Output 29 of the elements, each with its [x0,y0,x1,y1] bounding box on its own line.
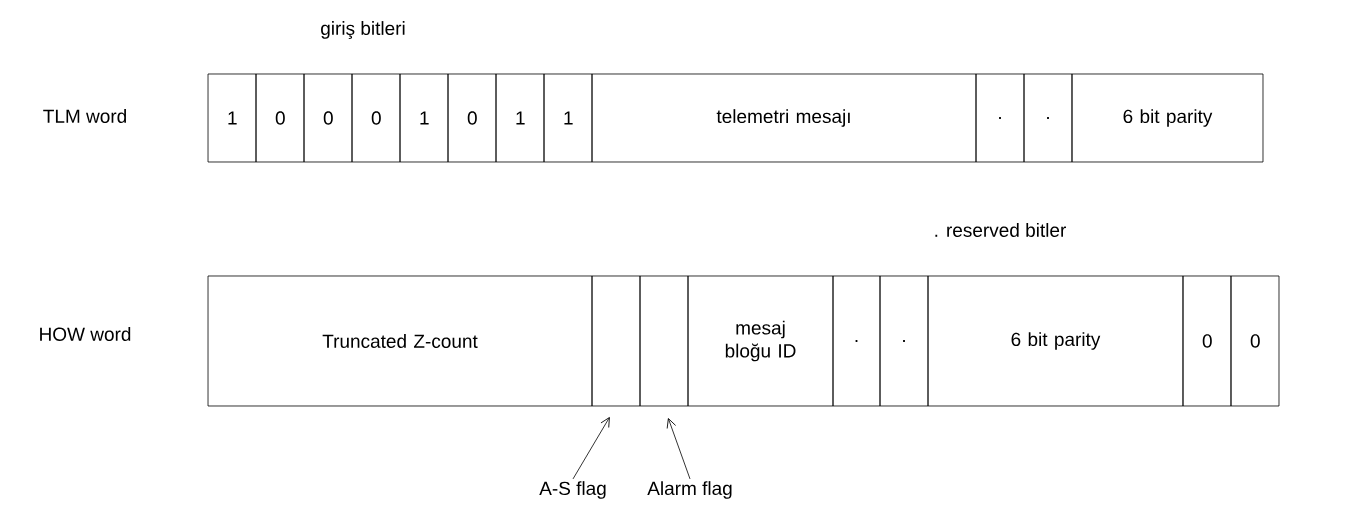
empty-cell [591,275,641,407]
text-label: TLM word [43,109,126,123]
bit-cell: . [1023,73,1073,163]
text-label: HOW word [40,327,131,341]
text-label: giriş bitleri [321,21,405,39]
bit-cell: 1 [543,73,593,163]
bit-cell: . [975,73,1025,163]
text-label: . reserved bitler [935,223,1066,237]
arrow [666,418,691,480]
field-cell: telemetri mesajı [591,73,977,163]
field-cell: Truncated Z-count [207,275,593,407]
field-cell: mesaj bloğu ID [687,275,834,407]
empty-cell [639,275,689,407]
bit-cell: 0 [1230,275,1280,407]
flag-label: A-S flag [539,481,606,499]
bit-cell: 1 [207,73,257,163]
bit-cell: 0 [351,73,401,163]
bit-cell: 1 [399,73,449,163]
flag-label: Alarm flag [647,481,732,499]
field-cell: 6 bit parity [927,275,1184,407]
field-cell: 6 bit parity [1071,73,1264,163]
bit-cell: 1 [495,73,545,163]
bit-cell: 0 [447,73,497,163]
bit-cell: . [879,275,929,407]
bit-cell: . [832,275,881,407]
arrow [572,417,610,480]
bit-cell: 0 [303,73,353,163]
bit-cell: 0 [255,73,305,163]
bit-cell: 0 [1182,275,1232,407]
